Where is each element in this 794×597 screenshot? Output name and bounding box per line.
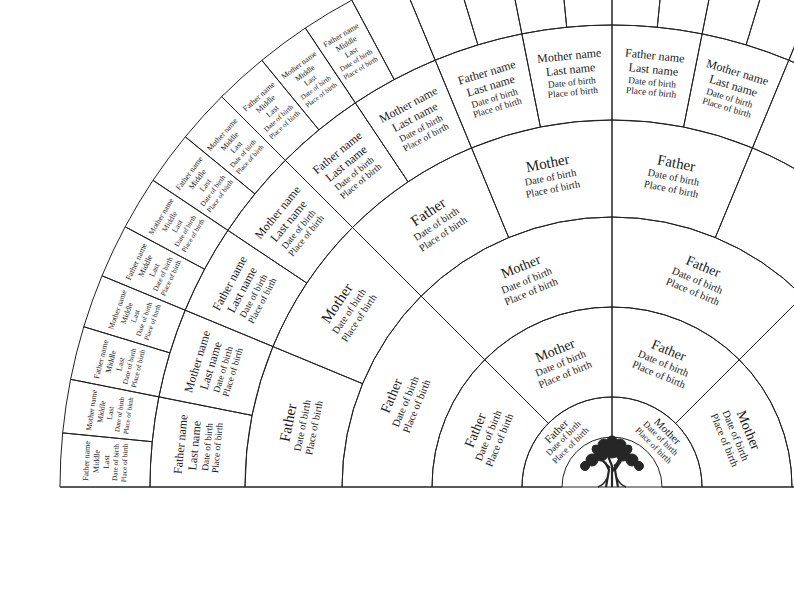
ancestor-cell: MotherDate of birthPlace of birth (314, 275, 380, 344)
ancestor-cell: Father nameLast nameDate of birthPlace o… (310, 129, 387, 205)
wedge-outline (71, 327, 170, 397)
wedge-outline (702, 0, 772, 45)
ancestor-cell: Father nameLast nameDate of birthPlace o… (456, 58, 527, 122)
base-line (60, 487, 794, 488)
wedge-outline (504, 0, 566, 34)
ancestor-cell: Father nameLast nameDate of birthPlace o… (172, 414, 227, 478)
wedge-outline (452, 0, 522, 45)
ancestor-cell: FatherDate of birthPlace of birth (643, 148, 705, 200)
wedge-outline (159, 310, 273, 415)
ancestor-cell: Father nameLast nameDate of birthPlace o… (211, 254, 282, 330)
wedge-outline (342, 296, 485, 487)
ancestor-cell: Mother nameLast nameDate of birthPlace o… (252, 184, 331, 265)
ancestor-cell: MotherDate of birthPlace of birth (526, 333, 594, 392)
ancestor-cell: Mother nameMiddleLastDate of birthPlace … (280, 49, 341, 111)
wedge-outline (435, 34, 540, 148)
wedge-outline (401, 0, 478, 60)
wedge-outline (472, 120, 612, 238)
ancestor-cell: MotherDate of birthPlace of birth (492, 249, 560, 309)
ancestor-cell: Father nameLast nameDate of birthPlace o… (621, 47, 685, 102)
ancestor-cell: FatherDate of birthPlace of birth (273, 394, 325, 456)
tree-icon (581, 436, 644, 487)
ancestor-cell: FatherDate of birthPlace of birth (630, 333, 698, 392)
ancestor-cell: Mother nameMiddleLastDate of birthPlace … (147, 197, 208, 256)
wedge-outline (432, 360, 548, 487)
relation-label: Father name (81, 441, 93, 481)
field-label: Middle (91, 442, 103, 482)
wedge-outline (612, 307, 739, 423)
wedge-outline (558, 0, 612, 27)
ancestor-cell: FatherDate of birthPlace of birth (458, 401, 517, 469)
ancestor-cell: MotherDate of birthPlace of birth (519, 148, 581, 200)
wedge-outline (657, 0, 719, 34)
ancestor-cell: FatherDate of birthPlace of birth (374, 367, 434, 435)
ancestor-cell: Father nameMiddleLastDate of birthPlace … (174, 155, 236, 216)
ancestor-cell: Father nameMiddleLastDate of birthPlace … (123, 242, 183, 298)
wedge-outline (612, 120, 752, 238)
wedge-outline (676, 360, 792, 487)
ancestor-cell: Mother nameLast nameDate of birthPlace o… (537, 47, 606, 102)
wedge-outline (150, 397, 252, 487)
ancestor-cell: FatherDate of birthPlace of birth (400, 189, 469, 255)
wedge-outline (245, 347, 363, 487)
ancestor-cell: Father nameMiddleLastDate of birthPlace … (92, 339, 148, 389)
wedge-grid (60, 0, 794, 487)
ancestor-cell: Mother nameLast nameDate of birthPlace o… (183, 329, 249, 405)
ancestor-cell: Father nameMiddleLastDate of birthPlace … (81, 441, 131, 483)
ancestor-cell: Mother nameLast nameDate of birthPlace o… (694, 58, 770, 124)
ancestor-cell: Mother nameMiddleLastDate of birthPlace … (205, 116, 267, 178)
ancestor-cell: Mother nameLast nameDate of birthPlace o… (377, 85, 457, 159)
wedge-outline (715, 148, 794, 296)
wedge-outline (612, 217, 794, 360)
wedge-outline (684, 34, 789, 148)
field-label: Place of birth (120, 443, 131, 483)
wedge-outline (746, 0, 794, 60)
ancestor-cell: Father nameMiddleLastDate of birthPlace … (241, 80, 303, 142)
ancestor-cell: MotherDate of birthPlace of birth (707, 401, 766, 469)
wedge-outline (421, 217, 612, 360)
wedge-outline (522, 25, 612, 127)
wedge-outline (60, 433, 152, 487)
ancestor-cell: Mother nameMiddleLastDate of birthPlace … (85, 389, 137, 437)
ancestor-cell: Father nameMiddleLastDate of birthPlace … (322, 21, 381, 83)
wedge-outline (612, 25, 702, 127)
wedge-outline (63, 379, 159, 441)
wedge-outline (789, 0, 794, 80)
ancestor-cell: FatherDate of birthPlace of birth (664, 249, 732, 309)
wedge-outline (485, 307, 612, 423)
